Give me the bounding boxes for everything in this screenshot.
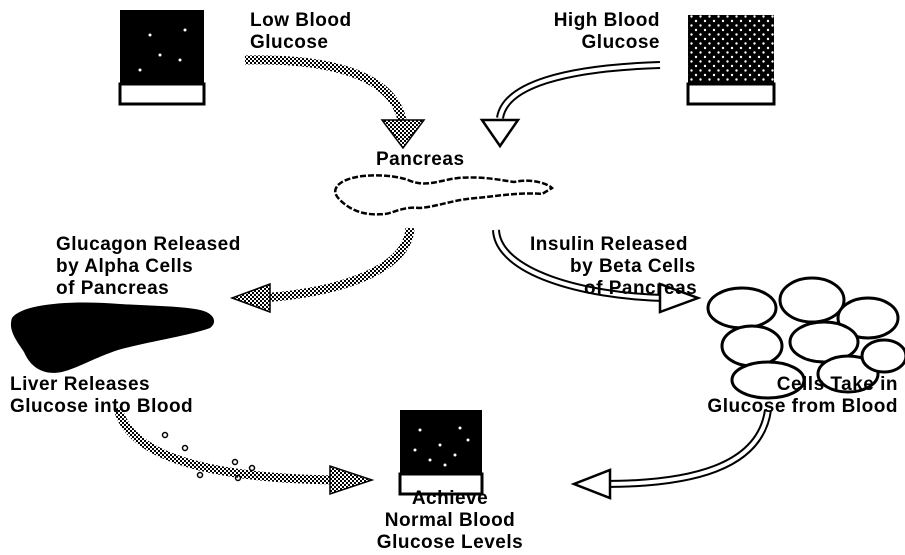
insulin-line-1: Insulin Released: [530, 234, 688, 255]
cells-line-1: Cells Take in: [776, 374, 898, 395]
normal-glucose-tube-icon: [398, 410, 484, 496]
liver-label: Liver Releases Glucose into Blood: [10, 374, 193, 418]
insulin-line-2: by Beta Cells: [570, 256, 696, 277]
normal-line-3: Glucose Levels: [376, 532, 524, 553]
cells-uptake-arrow-icon: [570, 409, 772, 500]
high-glucose-line-1: High Blood: [553, 10, 660, 31]
liver-line-1: Liver Releases: [10, 374, 151, 395]
normal-line-2: Normal Blood: [384, 510, 516, 531]
normal-line-1: Achieve: [411, 488, 489, 509]
glucagon-line-3: of Pancreas: [56, 278, 170, 299]
glucagon-label: Glucagon Released by Alpha Cells of Panc…: [56, 234, 241, 300]
cells-line-2: Glucose from Blood: [707, 396, 898, 417]
liver-release-arrow-icon: [113, 406, 375, 496]
glucagon-arrow-icon: [229, 227, 415, 314]
insulin-arrow-icon: [492, 229, 702, 314]
liver-icon: [10, 302, 215, 373]
insulin-label: Insulin Released by Beta Cells of Pancre…: [530, 234, 697, 300]
pancreas-icon: [334, 174, 555, 216]
high-glucose-tube-icon: [686, 15, 776, 106]
cells-label: Cells Take in Glucose from Blood: [640, 374, 898, 418]
high-glucose-arrow-icon: [479, 61, 661, 149]
cells-icon: [706, 276, 905, 400]
low-glucose-tube-icon: [118, 10, 206, 106]
insulin-line-3: of Pancreas: [584, 278, 698, 299]
glucagon-line-2: by Alpha Cells: [56, 256, 194, 277]
liver-line-2: Glucose into Blood: [10, 396, 194, 417]
pancreas-label: Pancreas: [376, 149, 465, 170]
high-glucose-label: High Blood Glucose: [480, 10, 660, 54]
high-glucose-line-2: Glucose: [581, 32, 660, 53]
low-glucose-line-1: Low Blood: [250, 10, 352, 31]
glucagon-line-1: Glucagon Released: [56, 234, 241, 255]
low-glucose-line-2: Glucose: [250, 32, 329, 53]
low-glucose-arrow-icon: [244, 55, 426, 150]
normal-glucose-label: Achieve Normal Blood Glucose Levels: [330, 488, 570, 554]
low-glucose-label: Low Blood Glucose: [250, 10, 352, 54]
